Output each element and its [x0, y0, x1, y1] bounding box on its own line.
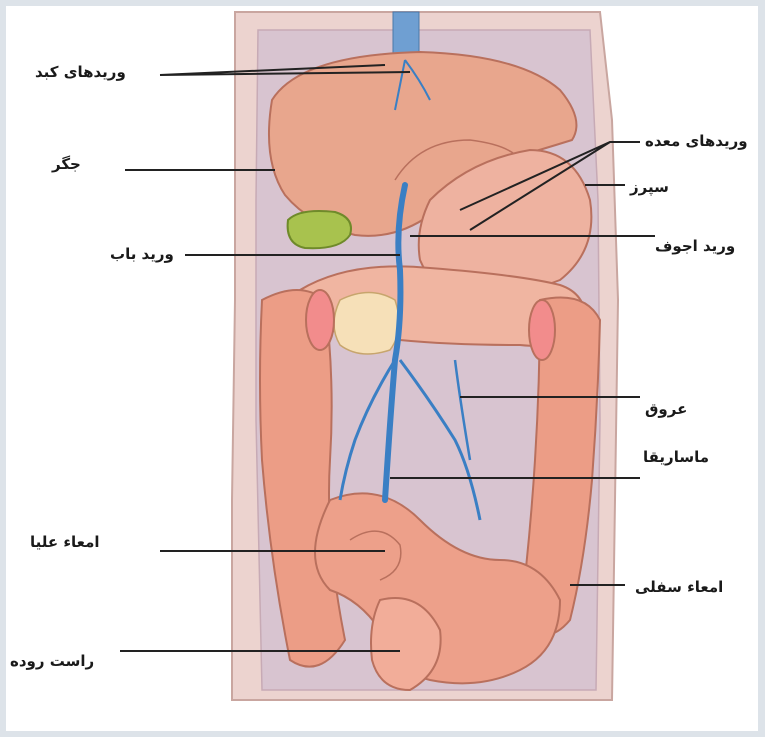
- gallbladder-shape: [288, 211, 351, 248]
- colon-cut-left: [306, 290, 334, 350]
- colon-cut-right: [529, 300, 555, 360]
- label-upper-intestine: امعاء علیا: [30, 533, 100, 551]
- label-rectum: راست روده: [10, 652, 94, 670]
- label-portal-vein: ورید باب: [110, 245, 174, 263]
- label-liver-veins: وریدهای کبد: [35, 63, 126, 81]
- label-lower-intestine: امعاء سفلی: [635, 578, 723, 596]
- label-mesentery: ماساریقا: [643, 448, 709, 466]
- label-liver: جگر: [52, 155, 81, 173]
- pancreas-shape: [334, 293, 399, 355]
- label-stomach-veins: وریدهای معده: [645, 132, 748, 150]
- label-spleen: سپرز: [630, 178, 669, 196]
- label-vessels: عروق: [645, 400, 687, 418]
- label-vena-cava: ورید اجوف: [655, 237, 735, 255]
